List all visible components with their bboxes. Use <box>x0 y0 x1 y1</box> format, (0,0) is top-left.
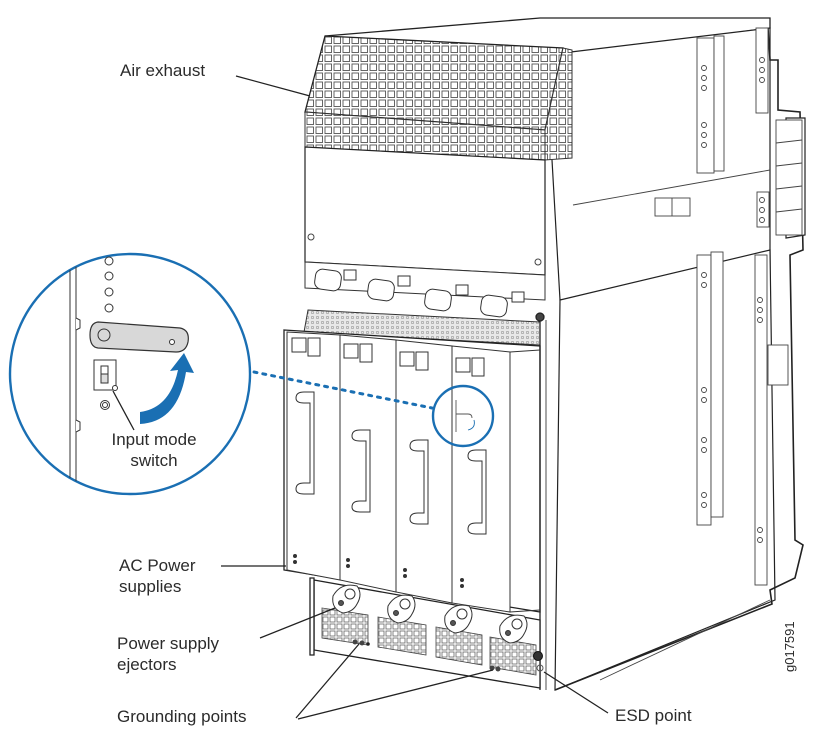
label-power-supply-ejectors: Power supply ejectors <box>117 633 219 675</box>
detail-magnifier <box>8 252 252 496</box>
power-supply-1 <box>286 331 341 581</box>
switch-cover <box>89 321 189 353</box>
power-inlets <box>304 261 546 318</box>
power-supply-3 <box>395 339 453 604</box>
ac-power-supplies <box>286 331 541 613</box>
label-input-mode-switch-line2: switch <box>130 451 178 470</box>
label-grounding-points: Grounding points <box>117 707 247 726</box>
side-rails <box>572 27 803 681</box>
power-inlet <box>367 275 411 302</box>
leader-air-exhaust <box>235 75 311 97</box>
leader-input-mode-switch <box>112 390 135 431</box>
label-ac-power-supplies-line2: supplies <box>119 577 182 596</box>
ejector-3 <box>444 604 473 634</box>
ejector-1 <box>332 584 361 614</box>
power-supply-2 <box>339 334 397 593</box>
detail-connector <box>252 370 434 410</box>
power-supply-ejectors <box>332 584 528 644</box>
ejector-4 <box>499 614 528 644</box>
ejector-grilles <box>321 607 537 676</box>
leader-ejectors <box>259 607 336 639</box>
detail-origin-circle <box>431 384 495 448</box>
air-exhaust-grille <box>304 35 573 276</box>
leader-lines <box>112 75 609 720</box>
lift-arrow-icon <box>140 353 194 424</box>
status-leds <box>104 256 114 313</box>
power-inlet <box>424 284 469 312</box>
label-ac-power-supplies: AC Power supplies <box>119 555 196 597</box>
label-input-mode-switch: Input mode switch <box>94 429 214 471</box>
label-power-supply-ejectors-line2: ejectors <box>117 655 177 674</box>
label-input-mode-switch-line1: Input mode <box>111 430 197 449</box>
power-inlet <box>480 291 525 318</box>
leader-grounding-2 <box>297 669 494 720</box>
label-power-supply-ejectors-line1: Power supply <box>117 634 220 653</box>
grounding-point-markers <box>352 639 501 672</box>
figure-id: g017591 <box>782 621 797 672</box>
power-inlet <box>314 268 357 292</box>
leader-grounding-1 <box>295 643 360 719</box>
ejector-2 <box>387 594 416 624</box>
esd-point-marker <box>533 651 544 672</box>
leader-esd-point <box>543 671 609 714</box>
label-air-exhaust: Air exhaust <box>120 61 206 80</box>
label-ac-power-supplies-line1: AC Power <box>119 556 196 575</box>
label-esd-point: ESD point <box>615 706 692 725</box>
